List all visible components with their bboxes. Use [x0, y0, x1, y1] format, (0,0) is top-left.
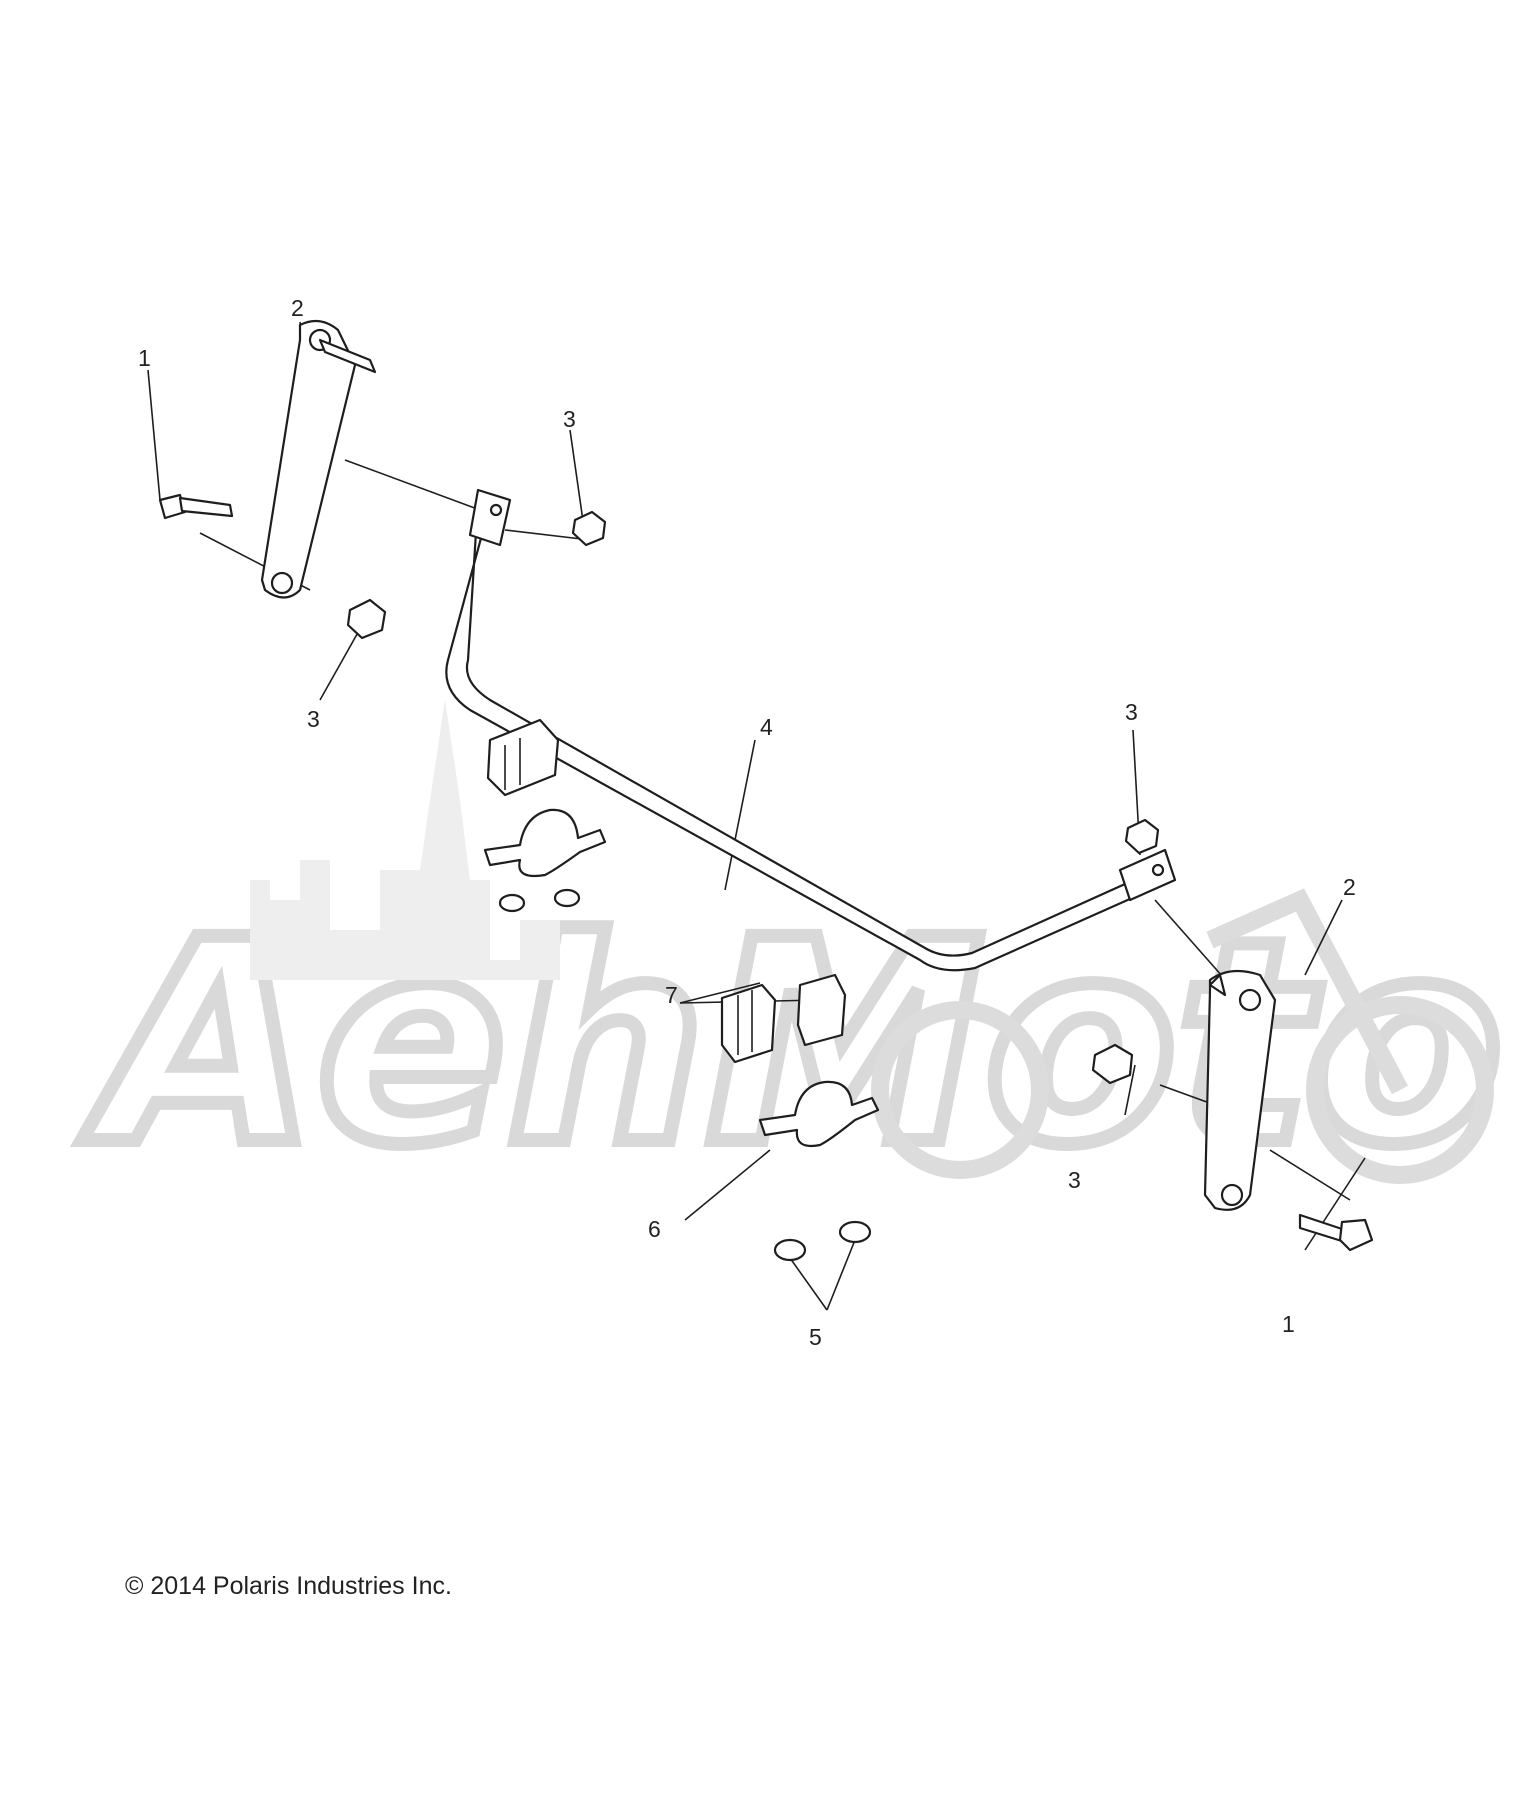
nut-left-upper: [571, 510, 607, 547]
callout-3-right-top: 3: [1125, 699, 1138, 725]
bar-bushing-upper: [486, 718, 560, 797]
watermark-wheel-right: [1306, 996, 1494, 1184]
watermark-frame: [1206, 888, 1408, 1095]
sway-bar-hole-right: [1151, 863, 1165, 877]
bolt-left: [158, 493, 234, 520]
watermark-castle: [250, 700, 560, 980]
nut-left-lower: [346, 598, 387, 640]
callout-1-left: 1: [138, 345, 151, 371]
clamp-upper: [483, 808, 607, 913]
callout-3-right-lower: 3: [1068, 1167, 1081, 1193]
nut-right-top: [1124, 818, 1160, 855]
sway-bar: [445, 488, 1177, 972]
callout-3-left: 3: [307, 706, 320, 732]
copyright-notice: © 2014 Polaris Industries Inc.: [125, 1572, 452, 1600]
sway-bar-hole-left: [489, 503, 503, 517]
sway-bar-end-right: [1118, 848, 1177, 902]
callout-2-left: 2: [291, 295, 304, 321]
callout-1-right: 1: [1282, 1311, 1295, 1337]
callout-5: 5: [809, 1324, 822, 1350]
link-left: [260, 319, 377, 599]
watermark-wheel-left: [871, 1001, 1049, 1179]
callout-7: 7: [665, 982, 678, 1008]
bushings-7: [720, 973, 847, 1064]
bolt-right: [1298, 1213, 1374, 1252]
callout-4: 4: [760, 714, 773, 740]
flange-nuts-5: [773, 1220, 872, 1262]
link-right: [1203, 969, 1277, 1211]
callout-6: 6: [648, 1216, 661, 1242]
clamp-6: [758, 1080, 880, 1148]
nut-right-lower: [1091, 1043, 1134, 1085]
sway-bar-end-left: [468, 488, 512, 547]
callout-2-right: 2: [1343, 874, 1356, 900]
callouts: 1 2 3 3 4 3 2 7 3 6 5 1: [138, 295, 1356, 1350]
callout-3-upper: 3: [563, 406, 576, 432]
